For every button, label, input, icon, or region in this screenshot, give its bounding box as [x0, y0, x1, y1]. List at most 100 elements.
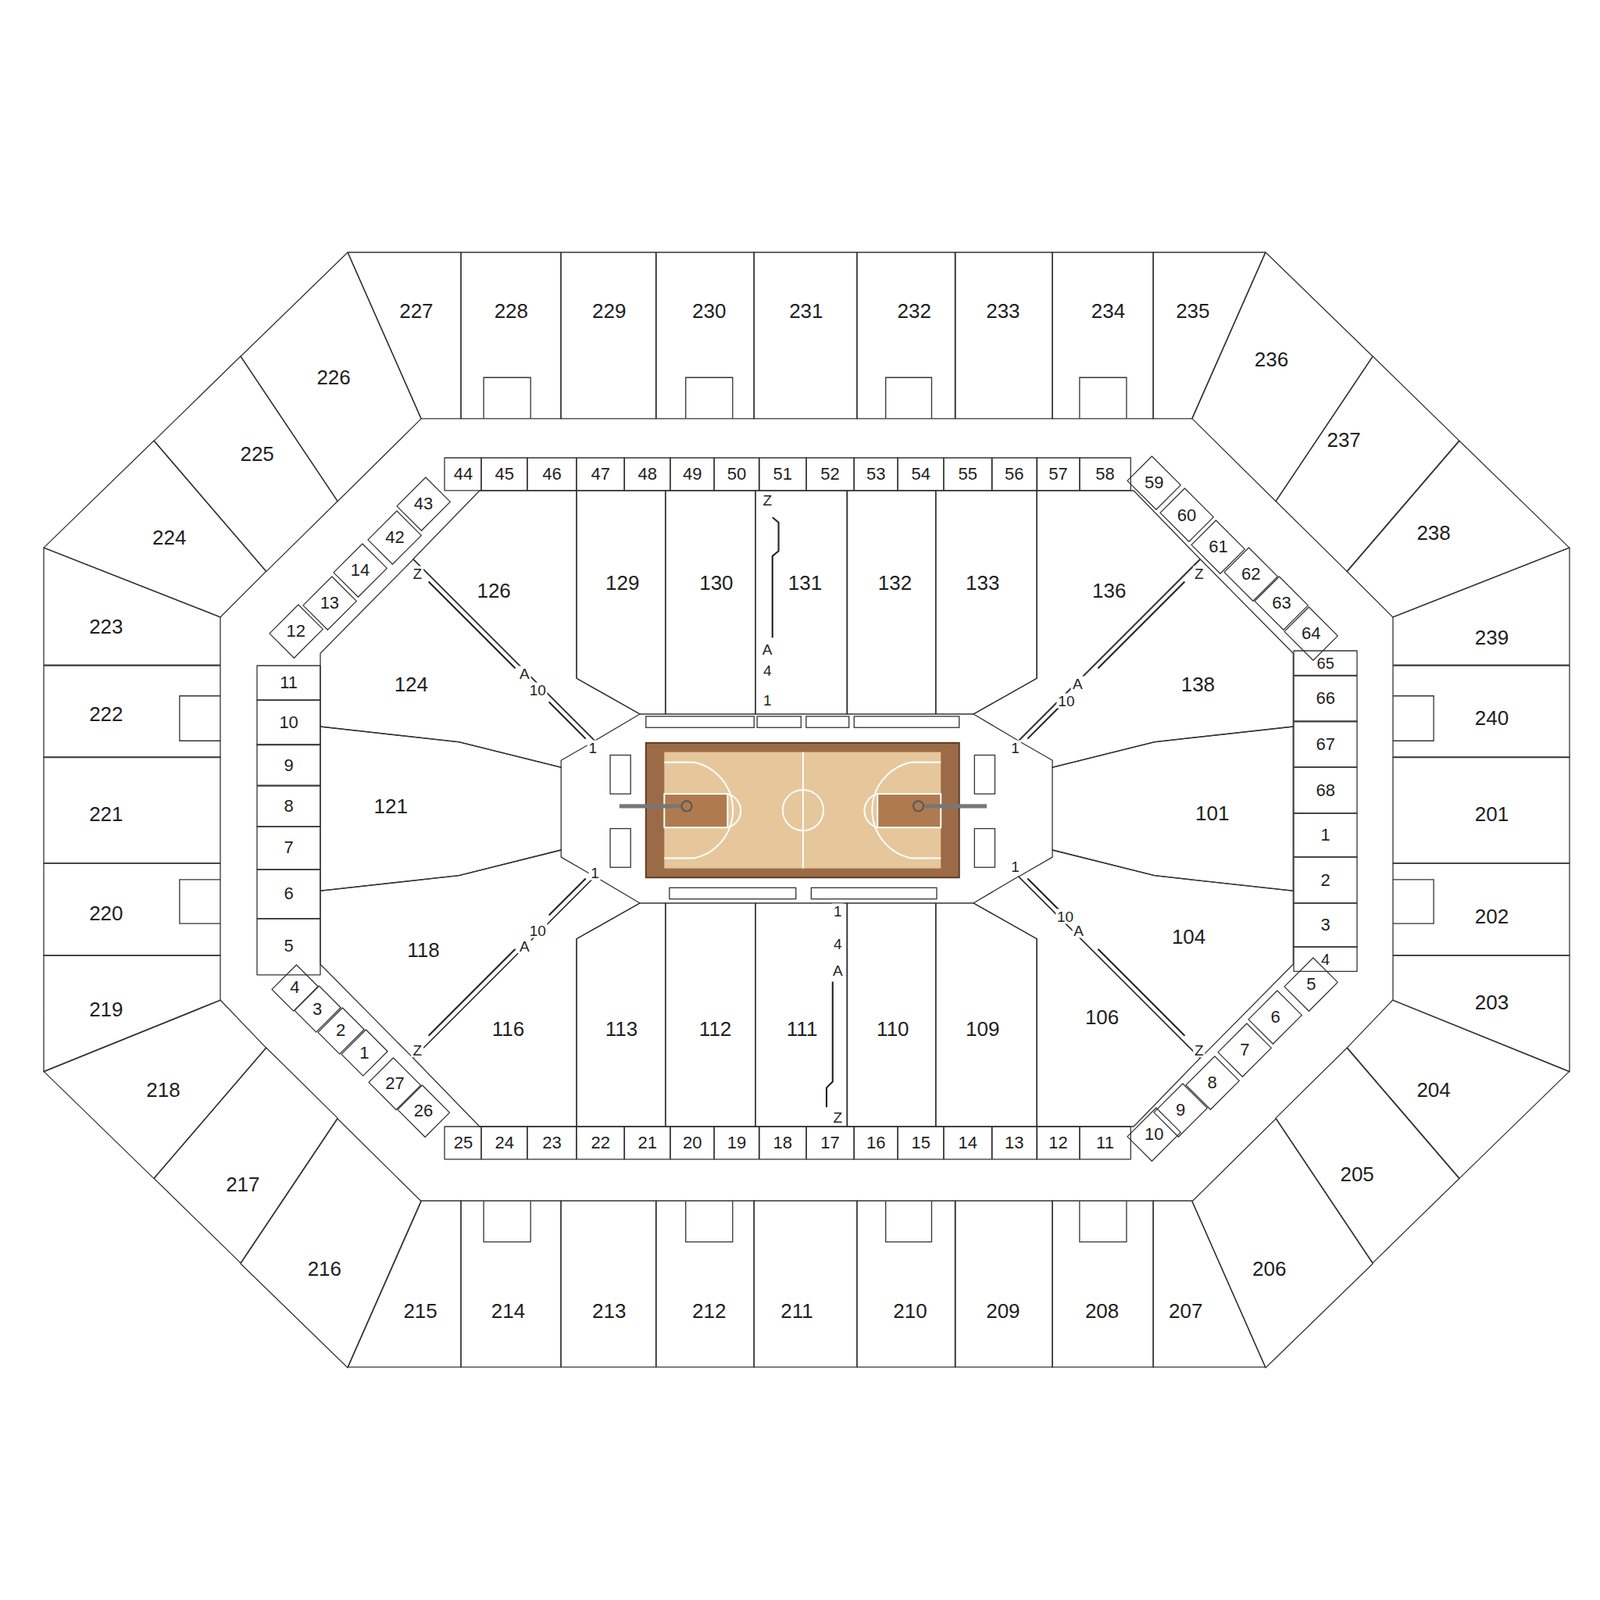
- section-number: 66: [1315, 689, 1335, 708]
- section-number: 133: [965, 572, 1000, 593]
- section-outline: [43, 757, 221, 864]
- section-outline: [665, 903, 756, 1127]
- section-number: 48: [637, 465, 657, 483]
- suite-box: 1: [1293, 813, 1358, 858]
- section-number: 19: [727, 1134, 747, 1152]
- suite-box: 24: [481, 1126, 528, 1160]
- row-marker: Z: [832, 1110, 845, 1125]
- seating-section: 109: [935, 903, 1037, 1127]
- seating-section: 116: [413, 876, 640, 1127]
- suite-box: 50: [714, 457, 759, 491]
- suite-box: 14: [943, 1126, 992, 1160]
- row-marker: A: [517, 666, 532, 682]
- seating-section: 217: [153, 1047, 338, 1264]
- suite-box: 11: [1079, 1126, 1131, 1160]
- section-number: 23: [542, 1134, 561, 1152]
- section-number: 27: [385, 1075, 404, 1093]
- suite-box: 55: [943, 457, 992, 491]
- suite-box: 4: [271, 964, 318, 1011]
- suite-box: 43: [396, 477, 450, 531]
- seating-section: 201: [1392, 757, 1570, 864]
- suite-box: 13: [303, 576, 357, 630]
- row-marker: A: [831, 963, 845, 979]
- row-marker: Z: [410, 1042, 424, 1058]
- section-outline: [460, 252, 561, 419]
- section-number: 239: [1475, 627, 1509, 648]
- section-number: 46: [542, 465, 561, 483]
- suite-box: 62: [1224, 547, 1278, 601]
- section-number: 228: [494, 300, 529, 322]
- section-number: 49: [682, 465, 702, 483]
- suite-box: 52: [806, 457, 854, 491]
- seating-section: 216: [240, 1118, 422, 1368]
- suite-box: 6: [257, 869, 321, 919]
- section-outline: [1192, 252, 1373, 502]
- section-number: 7: [1239, 1041, 1250, 1059]
- seating-section: 231: [753, 252, 858, 419]
- row-marker: 10: [1055, 908, 1075, 924]
- section-number: 9: [284, 757, 294, 775]
- section-number: 234: [1091, 300, 1125, 322]
- section-number: 51: [773, 465, 793, 483]
- section-number: 109: [965, 1018, 1000, 1040]
- section-number: 235: [1175, 300, 1210, 322]
- section-number: 8: [284, 797, 294, 815]
- section-number: 124: [394, 674, 429, 695]
- section-number: 43: [414, 495, 433, 513]
- section-outline: [955, 252, 1053, 419]
- section-number: 7: [284, 839, 294, 857]
- suite-box: 11: [257, 665, 321, 700]
- section-number: 203: [1475, 992, 1509, 1013]
- section-outline: [320, 726, 561, 891]
- section-number: 209: [985, 1300, 1020, 1322]
- section-outline: [347, 1200, 461, 1368]
- seating-section: 104: [1018, 850, 1293, 1058]
- section-outline: [1052, 726, 1293, 891]
- section-number: 14: [958, 1134, 978, 1152]
- section-outline: [576, 490, 666, 715]
- section-number: 207: [1168, 1300, 1203, 1322]
- suite-box: 66: [1293, 675, 1358, 722]
- seating-section: 132: [846, 490, 936, 715]
- section-outline: [935, 490, 1037, 715]
- row-marker: 10: [1056, 693, 1076, 709]
- suite-box: 59: [1127, 456, 1181, 510]
- section-outline: [460, 1200, 561, 1368]
- section-number: 26: [414, 1102, 433, 1120]
- suite-box: 7: [257, 826, 321, 870]
- seating-section: 101: [1052, 726, 1293, 891]
- seating-section: 234: [1052, 252, 1154, 419]
- section-number: 208: [1085, 1300, 1119, 1322]
- section-number: 202: [1475, 906, 1509, 927]
- section-number: 210: [892, 1300, 927, 1322]
- section-number: 205: [1339, 1164, 1374, 1185]
- section-outline: [1192, 1118, 1373, 1368]
- suite-box: 42: [367, 510, 422, 565]
- row-marker: A: [1071, 676, 1085, 692]
- row-marker: A: [1071, 923, 1086, 939]
- suite-box: 44: [444, 457, 482, 491]
- section-number: 233: [985, 300, 1020, 322]
- suite-box: 10: [257, 700, 321, 745]
- section-outline: [656, 252, 754, 419]
- suite-box: 48: [624, 457, 671, 491]
- row-marker: 1: [1009, 858, 1022, 874]
- section-number: 1: [359, 1044, 369, 1062]
- suite-box: 3: [1293, 903, 1358, 947]
- suite-box: 2: [317, 1007, 365, 1054]
- seating-section: 219: [43, 955, 221, 1072]
- section-number: 3: [1321, 916, 1331, 934]
- seating-section: 208: [1052, 1200, 1154, 1368]
- section-outline: [1346, 440, 1570, 618]
- suite-box: 17: [806, 1126, 854, 1160]
- seating-section: 138: [1018, 559, 1293, 768]
- suite-box: 67: [1293, 721, 1358, 768]
- section-outline: [973, 876, 1200, 1127]
- section-outline: [755, 490, 848, 715]
- suite-box: 60: [1160, 488, 1214, 542]
- seating-section: 118: [320, 850, 595, 1058]
- row-marker: 1: [1009, 740, 1022, 756]
- suite-box: 23: [527, 1126, 577, 1160]
- section-number: 59: [1144, 474, 1164, 492]
